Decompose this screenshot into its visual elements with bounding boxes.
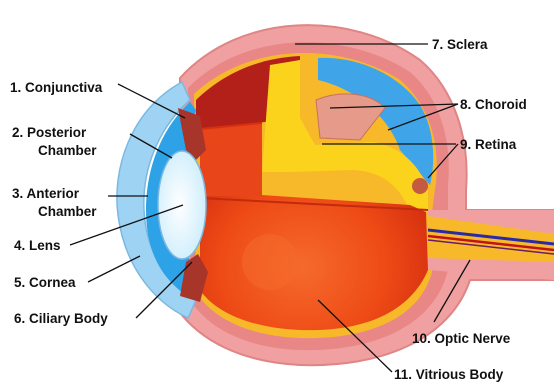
label-choroid: 8. Choroid — [460, 97, 527, 112]
label-anterior-chamber-line1: 3. Anterior — [12, 186, 80, 201]
label-cornea: 5. Cornea — [14, 275, 76, 290]
label-retina: 9. Retina — [460, 137, 517, 152]
label-optic-nerve: 10. Optic Nerve — [412, 331, 511, 346]
vitreous-highlight — [242, 234, 298, 290]
label-ciliary-body: 6. Ciliary Body — [14, 311, 108, 326]
label-lens: 4. Lens — [14, 238, 61, 253]
label-posterior-chamber-line2: Chamber — [38, 143, 97, 158]
label-posterior-chamber-line1: 2. Posterior — [12, 125, 87, 140]
leader-cornea — [88, 256, 140, 282]
label-anterior-chamber-line2: Chamber — [38, 204, 97, 219]
label-vitrious-body: 11. Vitrious Body — [394, 367, 504, 382]
vitreous-upper — [200, 124, 262, 196]
label-sclera: 7. Sclera — [432, 37, 488, 52]
label-conjunctiva: 1. Conjunctiva — [10, 80, 103, 95]
optic-disc — [412, 178, 428, 194]
